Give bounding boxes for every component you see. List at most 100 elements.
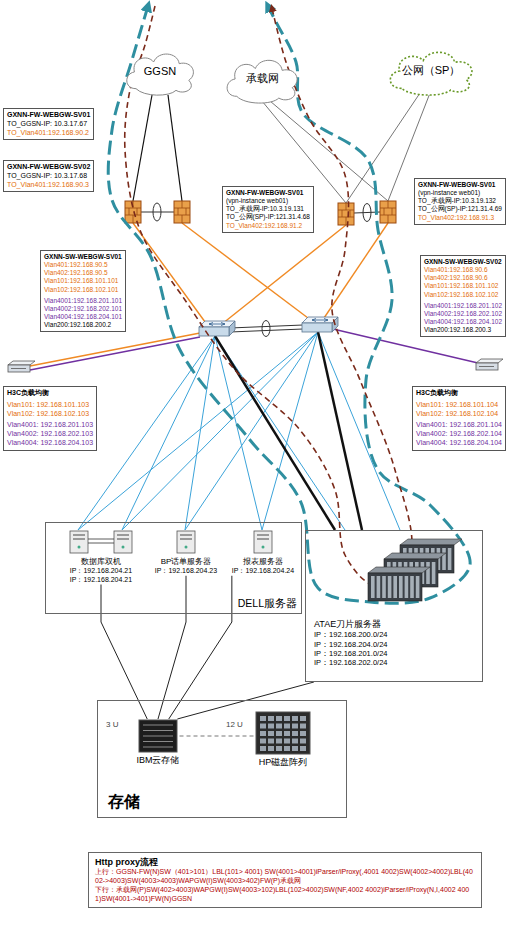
cloud-link xyxy=(168,95,182,201)
stack-link xyxy=(262,321,270,337)
device-text: (vpn-instance web01) xyxy=(418,189,502,197)
switch-icon xyxy=(302,317,338,332)
disk-slot xyxy=(276,716,282,721)
connector xyxy=(169,576,232,719)
device-text: GXNN-SW-WEBGW-SV01 xyxy=(44,253,122,261)
device-text: Vlan4004:192.168.204.101 xyxy=(44,313,122,321)
device-text: IP：192.168.201.0/24 xyxy=(314,649,387,658)
device-text: GGSN xyxy=(144,65,176,79)
server-led xyxy=(122,546,125,549)
disk-slot xyxy=(300,724,306,729)
firewall-icon xyxy=(338,203,354,225)
size-label: 3 U xyxy=(106,720,118,730)
disk-slot xyxy=(284,724,290,729)
network-cloud: GGSN xyxy=(120,47,200,97)
disk-slot xyxy=(292,716,298,721)
storage-icon xyxy=(255,711,311,755)
disk-slot xyxy=(276,731,282,736)
disk-slot xyxy=(300,746,306,751)
device-text: Vlan4004: 192.168.204.103 xyxy=(7,439,93,448)
server-node: 报表服务器IP：192.168.204.24 xyxy=(232,529,294,576)
device-text: 公网（SP） xyxy=(402,64,461,78)
disk-slot xyxy=(300,739,306,744)
storage-icon xyxy=(138,719,178,753)
storage-group: 存储 IBM云存储 HP磁盘阵列 xyxy=(97,700,347,818)
firewall-icon xyxy=(125,201,141,223)
device-text: IP：192.168.204.21 xyxy=(70,576,132,585)
firewall-info: GXNN-FW-WEBGW-SV01TO_GGSN-IP: 10.3.17.67… xyxy=(3,108,94,140)
cloud-shape xyxy=(127,54,194,95)
device-text: HP磁盘阵列 xyxy=(259,757,308,768)
heartbeat-link xyxy=(88,539,114,540)
text-block: DELL服务器 xyxy=(238,597,297,610)
storage-device: HP磁盘阵列 xyxy=(255,711,311,768)
size-label: 12 U xyxy=(226,720,243,730)
device-text: IBM云存储 xyxy=(136,755,179,766)
disk-slot xyxy=(300,731,306,736)
device-text: H3C负载均衡 xyxy=(7,389,93,398)
device-text: 承载网 xyxy=(246,72,279,86)
device-text: (vpn-instance web01) xyxy=(226,197,310,205)
stack-link xyxy=(363,204,371,222)
device-text: TO_公网(SP)-IP:121.31.4.68 xyxy=(226,213,310,221)
device-text: TO_GGSN-IP: 10.3.17.67 xyxy=(7,120,90,129)
text-block: H3C负载均衡Vlan101: 192.168.101.103Vlan102: … xyxy=(7,389,93,448)
disk-slot xyxy=(284,746,290,751)
server-node: BP话单服务器IP：192.168.204.23 xyxy=(155,529,217,576)
device-text: TO_公网(SP)-IP:121.31.4.69 xyxy=(418,205,502,213)
blade-server: ATAE刀片服务器IP：192.168.200.0/24IP：192.168.2… xyxy=(305,530,483,682)
rack-line xyxy=(143,736,173,737)
device-text: TO_Vlan402:192.168.91.2 xyxy=(226,222,310,230)
cloud-link xyxy=(133,95,152,201)
balancer-icon xyxy=(476,359,503,370)
device-text: TO_Vlan401:192.168.90.3 xyxy=(7,181,90,190)
server-led xyxy=(78,546,81,549)
rack-line xyxy=(143,741,173,742)
server-link xyxy=(122,332,318,530)
device-text: Vlan4001: 192.168.201.104 xyxy=(416,421,502,430)
disk-slot xyxy=(276,739,282,744)
device-text: Vlan4004: 192.168.204.104 xyxy=(416,439,502,448)
server-link xyxy=(215,336,262,530)
blade-slot xyxy=(426,562,430,584)
server-slot xyxy=(180,538,192,540)
blade-slot xyxy=(382,576,386,598)
device-text: TO_GGSN-IP: 10.3.17.68 xyxy=(7,172,90,181)
disk-slot xyxy=(276,746,282,751)
server-group: DELL服务器 数据库双机IP：192.168.204.21IP：192.168.… xyxy=(45,522,302,614)
disk-slot xyxy=(292,746,298,751)
blade-slot xyxy=(393,576,397,598)
server-link xyxy=(78,336,215,530)
firewall-icon xyxy=(380,201,396,223)
text-block: 存储 xyxy=(108,792,140,812)
rack-line xyxy=(143,725,173,726)
device-text: Vlan101: 192.168.101.104 xyxy=(416,401,502,410)
text-block: 数据库双机IP：192.168.204.21IP：192.168.204.21 xyxy=(70,557,132,585)
device-text: Vlan4001:192.168.201.102 xyxy=(424,302,502,310)
stack-link xyxy=(230,329,303,332)
firewall-link xyxy=(322,223,388,321)
device-text: Vlan4004:192.168.204.102 xyxy=(424,318,502,326)
text-block: GXNN-FW-WEBGW-SV02TO_GGSN-IP: 10.3.17.68… xyxy=(7,163,90,189)
server-link xyxy=(318,332,400,530)
server-slot xyxy=(117,534,129,536)
device-text: TO_承载网-IP:10.3.19.131 xyxy=(226,205,310,213)
firewall-link xyxy=(182,223,312,321)
firewall-info: GXNN-FW-WEBGW-SV01(vpn-instance web01)TO… xyxy=(222,186,314,233)
blade-slot xyxy=(377,576,381,598)
device-text: IP：192.168.204.21 xyxy=(70,567,132,576)
text-block: ATAE刀片服务器IP：192.168.200.0/24IP：192.168.2… xyxy=(314,619,387,668)
device-text: Vlan402:192.168.90.6 xyxy=(424,274,502,282)
firewall-info: GXNN-FW-WEBGW-SV01(vpn-instance web01)TO… xyxy=(414,178,506,225)
device-text: Vlan200:192.168.200.3 xyxy=(424,326,502,334)
text-block: IBM云存储 xyxy=(136,755,179,766)
server-icon xyxy=(250,529,276,555)
disk-slot xyxy=(284,731,290,736)
blade-illustration xyxy=(348,535,478,615)
device-text: H3C负载均衡 xyxy=(416,389,502,398)
text-block: 承载网 xyxy=(246,72,279,86)
device-text: IP：192.168.204.24 xyxy=(232,567,294,576)
text-block: BP话单服务器IP：192.168.204.23 xyxy=(155,557,217,576)
server-slot xyxy=(73,534,85,536)
device-text: ATAE刀片服务器 xyxy=(314,619,387,630)
